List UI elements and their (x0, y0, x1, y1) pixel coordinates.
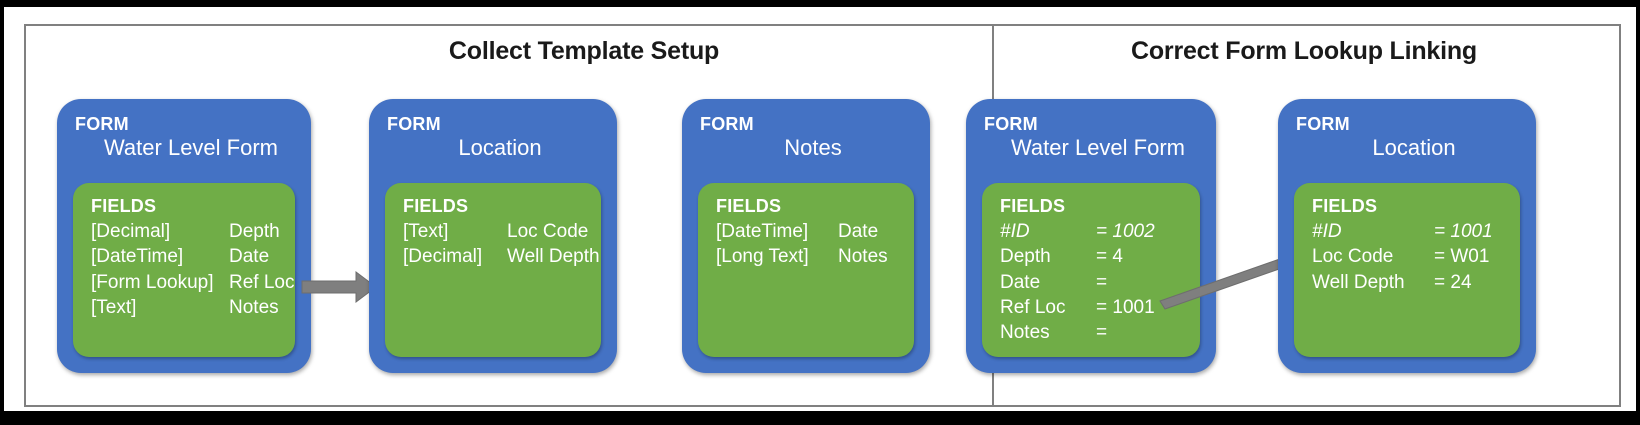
field-name: #ID (1000, 221, 1030, 243)
card-header: FORM Water Level Form (57, 99, 311, 161)
field-value: = 4 (1096, 246, 1123, 268)
field-row: #ID = 1002 (1000, 219, 1184, 244)
field-label: Ref Loc (229, 271, 295, 293)
field-name: Loc Code (1312, 246, 1394, 268)
field-name: Notes (1000, 321, 1050, 343)
field-type: [Decimal] (91, 221, 171, 243)
field-name: Well Depth (1312, 271, 1405, 293)
fields-title: FIELDS (1000, 196, 1066, 216)
card-kind-label: FORM (1296, 114, 1350, 134)
field-row: [Long Text] Notes (716, 244, 898, 269)
fields-title: FIELDS (1312, 196, 1378, 216)
card-kind-label: FORM (387, 114, 441, 134)
card-name-label: Location (458, 134, 542, 160)
field-type: [Text] (403, 221, 449, 243)
field-type: [Decimal] (403, 246, 483, 268)
field-type: [DateTime] (91, 246, 184, 268)
card-location-template[interactable]: FORM Location FIELDS [Text] Loc Code [De… (369, 99, 617, 373)
field-value: = (1096, 271, 1108, 293)
field-label: Notes (229, 296, 279, 318)
field-value: = 1001 (1434, 221, 1493, 243)
field-type: [Long Text] (716, 246, 809, 268)
field-label: Well Depth (507, 246, 600, 268)
field-row: Ref Loc = 1001 (1000, 295, 1184, 320)
field-row: [DateTime] Date (91, 244, 279, 269)
fields-title: FIELDS (716, 196, 782, 216)
field-label: Notes (838, 246, 888, 268)
field-row: Notes = (1000, 320, 1184, 345)
field-row: [Text] Notes (91, 295, 279, 320)
field-row: [Decimal] Depth (91, 219, 280, 244)
field-name: #ID (1312, 221, 1342, 243)
card-location-record[interactable]: FORM Location FIELDS #ID = 1001 Loc Code… (1278, 99, 1536, 373)
fields-box: FIELDS [DateTime] Date [Long Text] Notes (698, 183, 914, 357)
field-type: [Text] (91, 296, 137, 318)
card-water-level-form-template[interactable]: FORM Water Level Form FIELDS [Decimal] D… (57, 99, 311, 373)
card-kind-label: FORM (984, 114, 1038, 134)
fields-title: FIELDS (91, 196, 157, 216)
field-value: = 1002 (1096, 221, 1155, 243)
field-value: = (1096, 321, 1108, 343)
panel-title-collect-template-setup: Collect Template Setup (448, 37, 720, 65)
fields-box: FIELDS [Decimal] Depth [DateTime] Date [… (73, 183, 295, 357)
field-row: [Form Lookup] Ref Loc (91, 270, 294, 295)
field-type: [DateTime] (716, 221, 809, 243)
field-label: Depth (229, 221, 280, 243)
field-row: [DateTime] Date (716, 219, 898, 244)
field-type: [Form Lookup] (91, 271, 214, 293)
card-header: FORM Location (369, 99, 617, 161)
field-row: Well Depth = 24 (1312, 270, 1504, 295)
field-row: #ID = 1001 (1312, 219, 1504, 244)
field-label: Date (229, 246, 270, 268)
fields-box: FIELDS #ID = 1002 Depth = 4 Date = Ref L… (982, 183, 1200, 357)
card-name-label: Water Level Form (1010, 134, 1185, 160)
fields-box: FIELDS #ID = 1001 Loc Code = W01 Well De… (1294, 183, 1520, 357)
fields-box: FIELDS [Text] Loc Code [Decimal] Well De… (385, 183, 601, 357)
card-water-level-form-record[interactable]: FORM Water Level Form FIELDS #ID = 1002 … (966, 99, 1216, 373)
field-row: [Text] Loc Code (403, 219, 589, 244)
field-value: = 1001 (1096, 296, 1155, 318)
card-name-label: Water Level Form (103, 134, 278, 160)
card-header: FORM Location (1278, 99, 1536, 161)
field-row: [Decimal] Well Depth (403, 244, 600, 269)
card-notes-template[interactable]: FORM Notes FIELDS [DateTime] Date [Long … (682, 99, 930, 373)
field-label: Loc Code (507, 221, 589, 243)
field-name: Date (1000, 271, 1041, 293)
card-kind-label: FORM (75, 114, 129, 134)
field-row: Loc Code = W01 (1312, 244, 1504, 269)
card-name-label: Location (1372, 134, 1456, 160)
fields-title: FIELDS (403, 196, 469, 216)
field-row: Depth = 4 (1000, 244, 1184, 269)
field-row: Date = (1000, 270, 1184, 295)
card-kind-label: FORM (700, 114, 754, 134)
lookup-arrow-template-icon (301, 271, 377, 303)
field-name: Depth (1000, 246, 1051, 268)
field-label: Date (838, 221, 879, 243)
card-header: FORM Water Level Form (966, 99, 1216, 161)
field-value: = 24 (1434, 271, 1472, 293)
page-canvas: Collect Template Setup Correct Form Look… (4, 7, 1636, 411)
field-value: = W01 (1434, 246, 1490, 268)
card-name-label: Notes (784, 134, 842, 160)
field-name: Ref Loc (1000, 296, 1066, 318)
card-header: FORM Notes (682, 99, 930, 161)
panel-title-correct-form-lookup-linking: Correct Form Lookup Linking (1131, 37, 1477, 65)
